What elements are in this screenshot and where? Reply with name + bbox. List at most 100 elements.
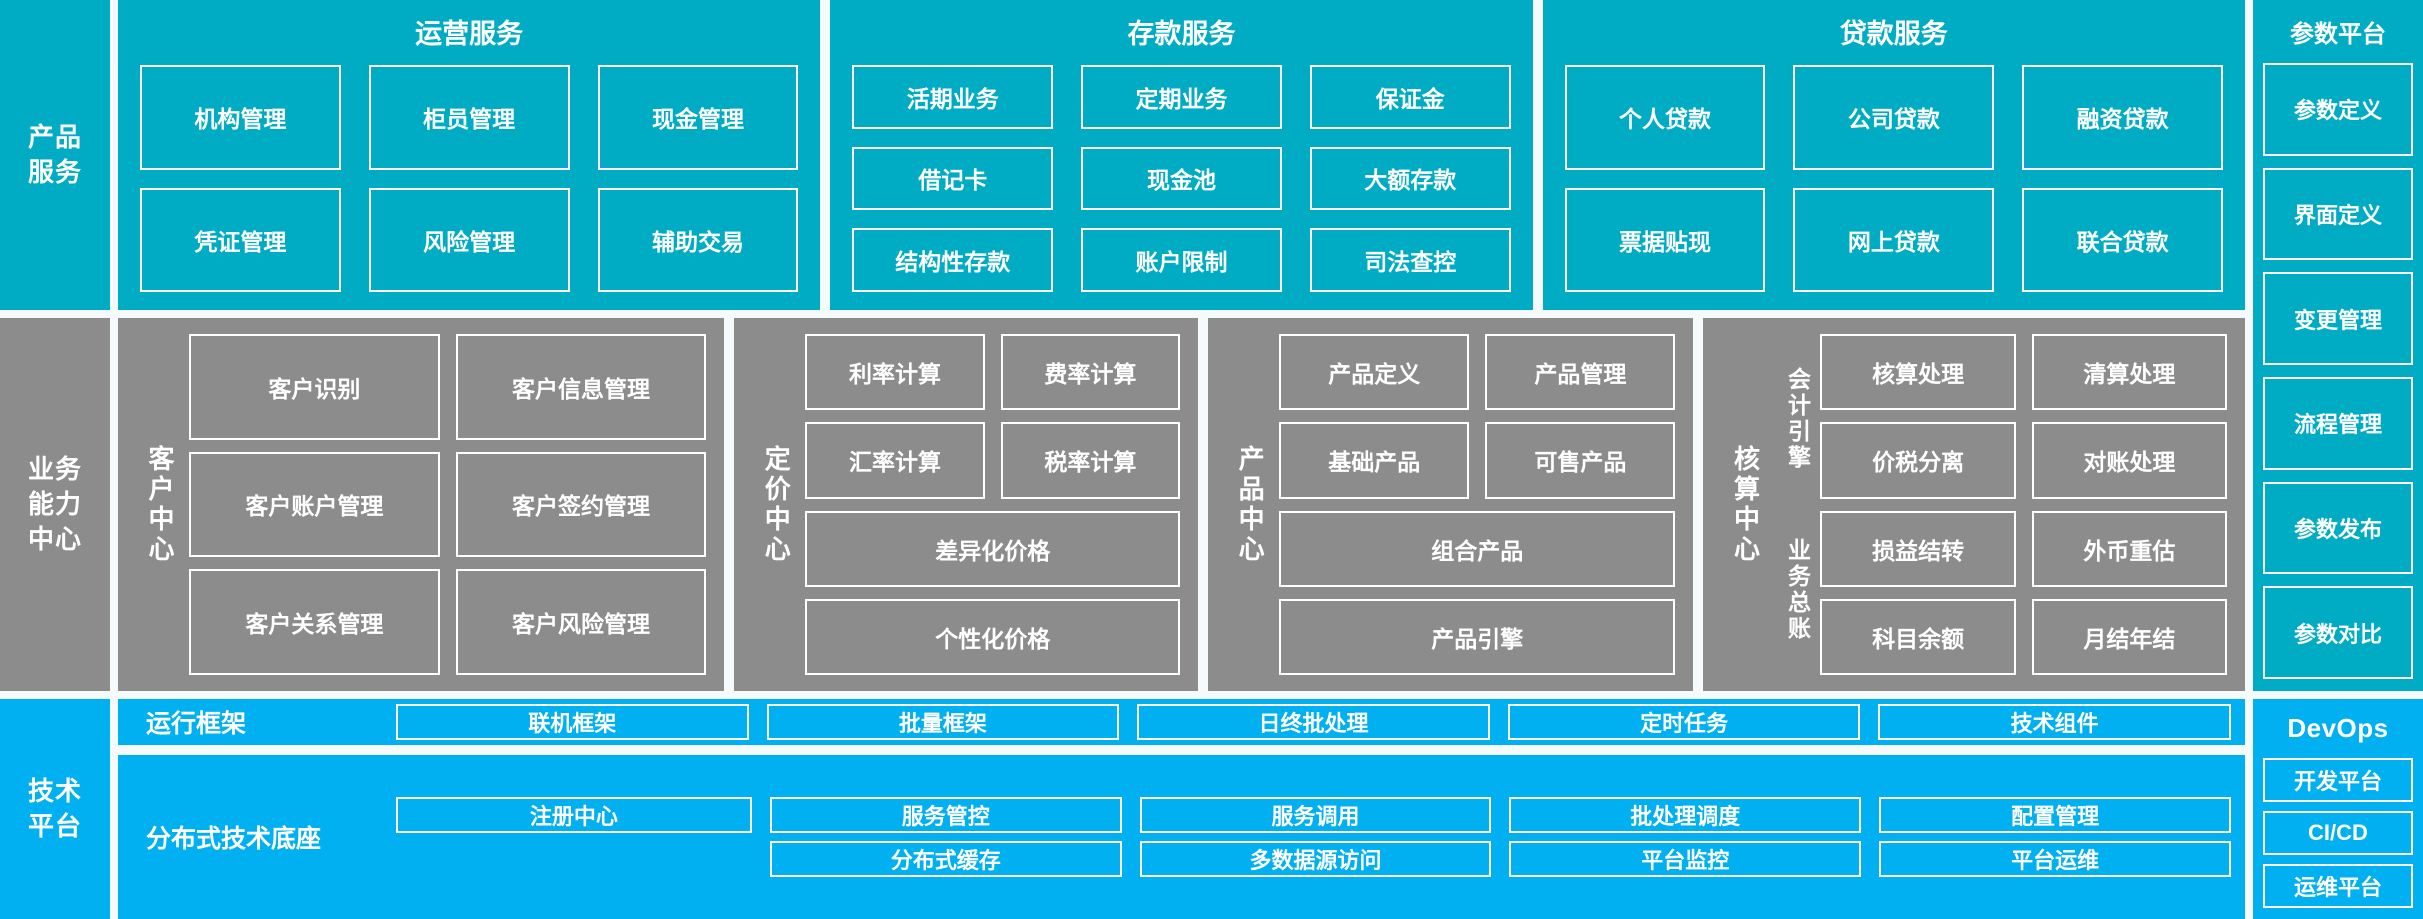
capability-cell-price-tax-split[interactable]: 价税分离 [1820, 422, 2016, 499]
service-cell-bill-discount[interactable]: 票据贴现 [1564, 187, 1766, 292]
service-cell-teller-mgmt[interactable]: 柜员管理 [368, 65, 570, 170]
capability-cell-customer-info-mgmt[interactable]: 客户信息管理 [455, 334, 707, 440]
param-item-ui-definition[interactable]: 界面定义 [2263, 167, 2413, 261]
center-accounting-grid: 核算处理 清算处理 价税分离 对账处理 损益结转 外币重估 科目余额 月结年结 [1820, 334, 2227, 675]
capability-cell-settlement-process[interactable]: 清算处理 [2031, 334, 2227, 411]
center-accounting: 核算中心 会计引擎 业务总账 核算处理 清算处理 价税分离 对账处理 损益结转 … [1703, 318, 2245, 691]
capability-cell-customer-relation-mgmt[interactable]: 客户关系管理 [189, 569, 440, 675]
service-cell-large-deposit[interactable]: 大额存款 [1309, 146, 1511, 211]
tech-label-distributed-foundation: 分布式技术底座 [146, 825, 322, 853]
service-cell-debit-card[interactable]: 借记卡 [852, 146, 1054, 211]
tech-cell-online-framework[interactable]: 联机框架 [396, 704, 749, 740]
tech-cell-platform-ops[interactable]: 平台运维 [1879, 841, 2231, 877]
tech-cell-registry-center[interactable]: 注册中心 [396, 797, 752, 833]
tech-cell-platform-monitoring[interactable]: 平台监控 [1509, 841, 1862, 877]
tech-runtime-cells: 联机框架 批量框架 日终批处理 定时任务 技术组件 [396, 704, 2231, 740]
capability-cell-pnl-carryover[interactable]: 损益结转 [1820, 510, 2016, 587]
tech-cell-config-mgmt[interactable]: 配置管理 [1879, 797, 2231, 833]
service-cell-cash-pool[interactable]: 现金池 [1081, 146, 1282, 211]
devops-item-dev-platform[interactable]: 开发平台 [2263, 758, 2413, 802]
tech-cell-batch-framework[interactable]: 批量框架 [766, 704, 1120, 740]
center-pricing: 定价中心 利率计算 费率计算 汇率计算 税率计算 差异化价格 个性化价格 [734, 318, 1199, 691]
tech-cell-distributed-cache[interactable]: 分布式缓存 [769, 841, 1122, 877]
capability-centers: 客户中心 客户识别 客户信息管理 客户账户管理 客户签约管理 客户关系管理 客户… [118, 318, 2245, 691]
capability-cell-fx-calc[interactable]: 汇率计算 [805, 422, 985, 499]
capability-cell-customer-risk-mgmt[interactable]: 客户风险管理 [455, 569, 707, 675]
service-cell-risk-mgmt[interactable]: 风险管理 [368, 187, 570, 292]
tech-cell-eod-batch[interactable]: 日终批处理 [1137, 704, 1490, 740]
center-product: 产品中心 产品定义 产品管理 基础产品 可售产品 组合产品 产品引擎 [1208, 318, 1694, 691]
capability-cell-tax-calc[interactable]: 税率计算 [1000, 422, 1181, 499]
tech-foundation-cells: 注册中心 服务管控 分布式缓存 服务调用 多数据源访问 批处理调度 平台监控 [396, 797, 2231, 877]
center-customer: 客户中心 客户识别 客户信息管理 客户账户管理 客户签约管理 客户关系管理 客户… [118, 318, 725, 691]
service-cell-cash-mgmt[interactable]: 现金管理 [597, 65, 799, 170]
service-cell-judicial-control[interactable]: 司法查控 [1309, 228, 1511, 292]
param-item-change-mgmt[interactable]: 变更管理 [2263, 272, 2413, 366]
capability-cell-base-product[interactable]: 基础产品 [1279, 422, 1470, 499]
capability-cell-customer-identify[interactable]: 客户识别 [189, 334, 440, 440]
group-deposit-service: 存款服务 活期业务 定期业务 保证金 借记卡 现金池 大额存款 结构性存款 账户… [830, 0, 1533, 310]
capability-cell-product-engine[interactable]: 产品引擎 [1279, 598, 1676, 675]
capability-cell-personalized-price[interactable]: 个性化价格 [805, 598, 1181, 675]
capability-cell-sellable-product[interactable]: 可售产品 [1485, 422, 1676, 499]
tech-cell-batch-scheduling[interactable]: 批处理调度 [1509, 797, 1862, 833]
service-cell-structured-deposit[interactable]: 结构性存款 [852, 228, 1054, 292]
capability-cell-customer-contract-mgmt[interactable]: 客户签约管理 [455, 451, 707, 558]
capability-cell-product-definition[interactable]: 产品定义 [1279, 334, 1470, 411]
tech-cell-service-invocation[interactable]: 服务调用 [1139, 797, 1492, 833]
devops-item-cicd[interactable]: CI/CD [2263, 811, 2413, 855]
param-item-publish[interactable]: 参数发布 [2263, 481, 2413, 575]
service-cell-demand-deposit[interactable]: 活期业务 [852, 65, 1054, 129]
param-item-process-mgmt[interactable]: 流程管理 [2263, 377, 2413, 470]
service-cell-corporate-loan[interactable]: 公司贷款 [1793, 65, 1995, 170]
capability-cell-fee-calc[interactable]: 费率计算 [1000, 334, 1181, 411]
capability-cell-account-balance[interactable]: 科目余额 [1820, 598, 2016, 675]
layer-product-service: 产品 服务 运营服务 机构管理 柜员管理 现金管理 凭证管理 风险管理 辅助交易… [0, 0, 2423, 691]
capability-cell-month-year-close[interactable]: 月结年结 [2031, 598, 2227, 675]
group-title-deposit: 存款服务 [1127, 19, 1236, 49]
center-label-pricing: 定价中心 [761, 444, 792, 565]
capability-cell-accounting-process[interactable]: 核算处理 [1820, 334, 2016, 411]
panel-title-parameter-platform: 参数平台 [2290, 21, 2386, 48]
tech-cell-tech-component[interactable]: 技术组件 [1878, 704, 2231, 740]
tech-cell-scheduled-task[interactable]: 定时任务 [1507, 704, 1861, 740]
group-title-operations: 运营服务 [415, 19, 524, 49]
capability-cell-product-mgmt[interactable]: 产品管理 [1485, 334, 1676, 411]
service-cell-time-deposit[interactable]: 定期业务 [1081, 65, 1282, 129]
layer-label-text: 技术 平台 [27, 775, 82, 841]
param-item-definition[interactable]: 参数定义 [2263, 63, 2413, 156]
tech-cell-service-governance[interactable]: 服务管控 [769, 797, 1122, 833]
tech-cell-multi-datasource-access[interactable]: 多数据源访问 [1139, 841, 1492, 877]
capability-cell-interest-calc[interactable]: 利率计算 [805, 334, 985, 411]
param-item-compare[interactable]: 参数对比 [2263, 586, 2413, 680]
tech-foundation-col-1: 服务管控 分布式缓存 [769, 797, 1122, 877]
service-cell-aux-txn[interactable]: 辅助交易 [597, 187, 799, 292]
panel-devops: DevOps 开发平台 CI/CD 运维平台 [2253, 699, 2423, 919]
capability-cell-bundle-product[interactable]: 组合产品 [1279, 510, 1676, 587]
service-cell-voucher-mgmt[interactable]: 凭证管理 [140, 187, 341, 292]
tech-label-runtime-framework: 运行框架 [146, 710, 247, 738]
capability-cell-reconciliation[interactable]: 对账处理 [2031, 422, 2227, 499]
tech-foundation-row: 分布式技术底座 注册中心 服务管控 分布式缓存 服务调用 多数据源访问 批处理调… [118, 755, 2245, 919]
capability-cell-differential-price[interactable]: 差异化价格 [805, 510, 1181, 587]
service-cell-personal-loan[interactable]: 个人贷款 [1564, 65, 1766, 170]
tech-platform-content: 运行框架 联机框架 批量框架 日终批处理 定时任务 技术组件 分布式技术底座 注… [118, 699, 2245, 919]
capability-cell-fx-revaluation[interactable]: 外币重估 [2031, 510, 2227, 587]
layer-label-business-capability: 业务 能力 中心 [0, 318, 110, 691]
service-cell-online-loan[interactable]: 网上贷款 [1793, 187, 1995, 292]
service-cell-account-restriction[interactable]: 账户限制 [1081, 228, 1282, 292]
service-cell-org-mgmt[interactable]: 机构管理 [140, 65, 341, 170]
group-loan-grid: 个人贷款 公司贷款 融资贷款 票据贴现 网上贷款 联合贷款 [1564, 65, 2223, 292]
service-cell-syndicated-loan[interactable]: 联合贷款 [2022, 187, 2223, 292]
devops-item-ops-platform[interactable]: 运维平台 [2263, 864, 2413, 908]
group-operations-service: 运营服务 机构管理 柜员管理 现金管理 凭证管理 风险管理 辅助交易 [118, 0, 821, 310]
service-cell-financing-loan[interactable]: 融资贷款 [2022, 65, 2223, 170]
tech-foundation-col-2: 服务调用 多数据源访问 [1139, 797, 1492, 877]
tech-runtime-framework-row: 运行框架 联机框架 批量框架 日终批处理 定时任务 技术组件 [118, 699, 2245, 745]
panel-title-devops: DevOps [2287, 713, 2389, 743]
capability-cell-customer-account-mgmt[interactable]: 客户账户管理 [189, 451, 440, 558]
service-cell-margin-deposit[interactable]: 保证金 [1309, 65, 1511, 129]
group-loan-service: 贷款服务 个人贷款 公司贷款 融资贷款 票据贴现 网上贷款 联合贷款 [1542, 0, 2245, 310]
center-sublabels-accounting: 会计引擎 业务总账 [1774, 334, 1820, 675]
